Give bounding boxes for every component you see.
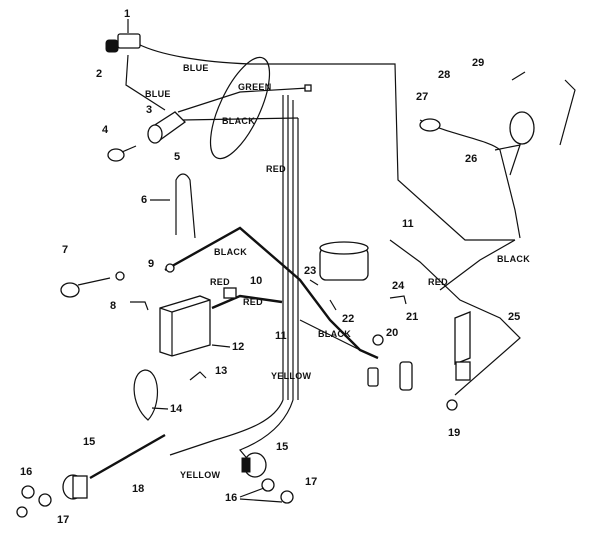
cable-clamp xyxy=(165,263,175,273)
harness-lower xyxy=(169,399,284,456)
fastener xyxy=(511,71,526,81)
callout-13: 13 xyxy=(215,365,227,377)
black-right-wire xyxy=(439,239,516,291)
callout-15a: 15 xyxy=(83,436,95,448)
blue-wire-top xyxy=(137,43,515,241)
callout-9: 9 xyxy=(148,258,154,270)
wire-label-black-switch: BLACK xyxy=(222,116,255,126)
fuse-clip xyxy=(189,371,207,381)
part-callouts: 1 2 3 4 5 6 7 8 9 10 11 11 12 13 14 15 1… xyxy=(20,8,520,526)
callout-14: 14 xyxy=(170,403,183,415)
red-right-wire xyxy=(389,239,521,396)
callout-12: 12 xyxy=(232,341,244,353)
callout-21: 21 xyxy=(406,311,418,323)
callout-6: 6 xyxy=(141,194,147,206)
wire-label-red-battery: RED xyxy=(243,297,263,307)
callout-20: 20 xyxy=(386,327,398,339)
starter-solenoid-right xyxy=(241,452,267,478)
battery-hold-bracket xyxy=(175,173,196,239)
black-lower-wire xyxy=(299,319,373,357)
green-wire xyxy=(177,87,309,113)
callout-19: 19 xyxy=(448,427,460,439)
parts xyxy=(16,33,576,518)
wire-label-blue-left: BLUE xyxy=(145,89,171,99)
callout-11b: 11 xyxy=(275,330,287,342)
callout-17a: 17 xyxy=(57,514,69,526)
starter-cable xyxy=(89,433,166,480)
callout-4: 4 xyxy=(102,124,109,136)
connector-23 xyxy=(309,279,319,286)
callout-10: 10 xyxy=(250,275,262,287)
callout-7: 7 xyxy=(62,244,68,256)
ignition-key xyxy=(107,145,137,162)
callout-8: 8 xyxy=(110,300,116,312)
callout-5: 5 xyxy=(174,151,180,163)
callout-22: 22 xyxy=(342,313,354,325)
callout-17b: 17 xyxy=(305,476,317,488)
callout-16b: 16 xyxy=(225,492,237,504)
wire-label-yellow-mid: YELLOW xyxy=(271,371,312,381)
ground-terminal xyxy=(372,334,384,346)
plug-body xyxy=(367,367,379,387)
connector-body xyxy=(399,361,413,391)
callout-2: 2 xyxy=(96,68,102,80)
wire-label-black-battery: BLACK xyxy=(214,247,247,257)
engine-bracket xyxy=(559,79,576,146)
wire-labels: BLUE BLUE GREEN BLACK RED BLACK RED BLAC… xyxy=(145,63,530,480)
callout-28: 28 xyxy=(438,69,450,81)
harness-loop xyxy=(209,56,271,160)
wire-label-black-right: BLACK xyxy=(497,254,530,264)
solenoid-terminal xyxy=(223,287,237,299)
small-bolt xyxy=(130,301,149,311)
safety-switch xyxy=(454,311,471,381)
nut-right-b xyxy=(280,490,294,504)
callout-3: 3 xyxy=(146,104,152,116)
callout-27: 27 xyxy=(416,91,428,103)
nut-right-a xyxy=(261,478,275,492)
red-battery-cable xyxy=(211,294,283,310)
connector-22 xyxy=(329,299,337,311)
ignition-coil xyxy=(419,111,535,176)
headlight-connector xyxy=(105,33,141,53)
callout-23: 23 xyxy=(304,265,316,277)
blue-wire-left xyxy=(125,54,166,111)
callout-24: 24 xyxy=(392,280,405,292)
ignition-harness xyxy=(419,119,521,239)
battery xyxy=(159,295,211,357)
callout-11a: 11 xyxy=(402,218,414,230)
starter-relay xyxy=(319,241,369,281)
wire-label-black-lower: BLACK xyxy=(318,329,351,339)
wire-label-red-solenoid: RED xyxy=(210,277,230,287)
callout-26: 26 xyxy=(465,153,477,165)
nut-left-a xyxy=(21,485,35,499)
mounting-bolt xyxy=(446,399,458,411)
wire-label-red-vertical: RED xyxy=(266,164,286,174)
cable-tie-loop xyxy=(133,369,159,421)
callout-25: 25 xyxy=(508,311,520,323)
wire-label-green: GREEN xyxy=(238,82,272,92)
ignition-switch xyxy=(147,111,187,144)
black-switch-wire xyxy=(181,117,299,121)
terminal-bolt xyxy=(60,271,125,298)
green-wire-terminal xyxy=(304,84,312,92)
harness-lower-2 xyxy=(239,399,294,463)
nut-left-b xyxy=(38,493,52,507)
starter-solenoid-left xyxy=(62,474,88,500)
wire-label-blue-top: BLUE xyxy=(183,63,209,73)
wire-label-red-right: RED xyxy=(428,277,448,287)
callout-16a: 16 xyxy=(20,466,32,478)
wire-clip xyxy=(389,295,407,305)
callout-29: 29 xyxy=(472,57,484,69)
callout-15b: 15 xyxy=(276,441,288,453)
wires xyxy=(89,43,521,480)
wire-label-yellow-bottom: YELLOW xyxy=(180,470,221,480)
washer-left xyxy=(16,506,28,518)
callout-18: 18 xyxy=(132,483,144,495)
callout-1: 1 xyxy=(124,8,130,20)
